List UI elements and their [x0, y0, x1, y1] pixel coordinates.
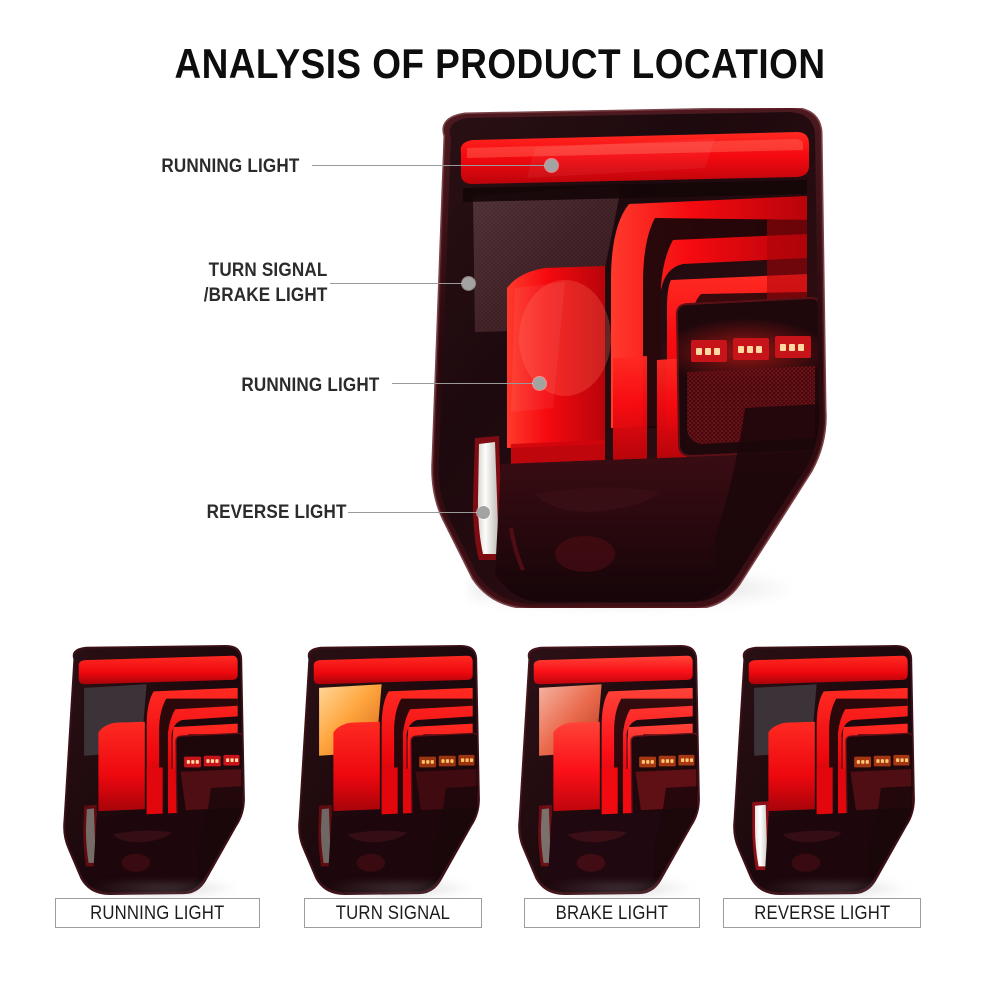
right-taper [715, 404, 820, 594]
thumb-reverse-strip [540, 808, 551, 863]
housing-rim-highlight [431, 108, 827, 608]
lower-leg-connector [511, 440, 605, 464]
thumb-leg-1 [601, 767, 618, 818]
callout-label-running-light-top: RUNNING LIGHT [161, 156, 300, 177]
thumbnail-shadow [544, 881, 694, 899]
thumb-lower-crease [567, 830, 627, 843]
thumb-marker-leds [639, 754, 695, 768]
thumb-lower-glow [791, 853, 821, 872]
groove-top [463, 180, 807, 202]
callout-label-turn-signal-brake: TURN SIGNAL /BRAKE LIGHT [204, 260, 328, 306]
caption-text: REVERSE LIGHT [753, 903, 891, 924]
leader-dot-running-light-middle [533, 377, 546, 390]
thumb-running-top-bar [533, 655, 693, 685]
marker-led-group [691, 336, 811, 362]
leader-line-reverse-light [348, 512, 483, 513]
thumb-leg-1 [381, 767, 398, 818]
thumb-lower-glow [576, 853, 606, 872]
marker-led-dots [696, 344, 804, 355]
thumb-right-taper [433, 786, 479, 879]
thumbnail-caption-turn-signal: TURN SIGNAL [304, 898, 482, 928]
lower-housing-crease [535, 487, 659, 512]
thumbnail-turn-signal: TURN SIGNAL [290, 645, 520, 928]
caption-text: TURN SIGNAL [335, 903, 451, 924]
callout-label-reverse-light: REVERSE LIGHT [206, 502, 347, 523]
leader-line-turn-signal-brake [330, 283, 468, 284]
thumb-main-panel [768, 721, 815, 812]
thumbnail-shadow [324, 881, 474, 899]
thumb-lower-glow [356, 853, 386, 872]
running-light-main-panel [507, 266, 605, 448]
thumbnail-brake-light: BRAKE LIGHT [510, 645, 740, 928]
thumb-lower-crease [782, 830, 842, 843]
callout-label-running-light-middle: RUNNING LIGHT [241, 375, 380, 396]
thumb-lower-crease [112, 830, 172, 843]
thumb-right-taper [198, 786, 244, 879]
thumb-main-panel [98, 721, 145, 812]
running-light-leg-left [613, 356, 647, 462]
leader-line-running-light-middle [392, 383, 539, 384]
housing-contents [460, 132, 820, 602]
thumb-groove-1 [614, 698, 693, 804]
thumb-running-top-bar [78, 655, 238, 685]
caption-text: RUNNING LIGHT [90, 903, 225, 924]
page-title: ANALYSIS OF PRODUCT LOCATION [174, 40, 826, 87]
thumb-main-panel [553, 721, 600, 812]
thumb-marker-leds [854, 754, 910, 768]
thumb-lower-crease [347, 830, 407, 843]
leader-dot-turn-signal-brake [462, 277, 475, 290]
thumb-groove-1 [394, 698, 473, 804]
thumb-contents [533, 655, 699, 891]
leader-line-running-light-top [312, 165, 551, 166]
thumb-marker-leds-amber [419, 754, 475, 768]
gloss-sweep-left [511, 282, 565, 412]
thumbnail-turn-signal-svg [298, 645, 480, 895]
thumbnail-shadow [759, 881, 909, 899]
lower-housing-glow [555, 536, 615, 572]
thumbnail-shadow [89, 881, 239, 899]
thumb-leg-1 [146, 767, 163, 818]
thumbnail-caption-running-light: RUNNING LIGHT [55, 898, 260, 928]
thumb-contents [748, 655, 914, 891]
reverse-light-strip [478, 442, 499, 554]
thumb-reverse-strip [320, 808, 331, 863]
thumb-contents [78, 655, 244, 891]
thumb-contents [313, 655, 479, 891]
thumbnail-reverse-light-svg [733, 645, 915, 895]
caption-text: BRAKE LIGHT [555, 903, 669, 924]
leader-dot-running-light-top [545, 159, 558, 172]
thumb-reverse-strip [85, 808, 96, 863]
thumb-groove-1 [829, 698, 908, 804]
main-panel-gloss [519, 280, 611, 396]
top-bar-highlight [467, 139, 803, 158]
thumb-main-panel [333, 721, 380, 812]
thumb-marker-leds [184, 754, 240, 768]
tail-light-main-svg [431, 108, 827, 608]
thumb-lower-glow [121, 853, 151, 872]
thumb-reverse-strip-lit [755, 804, 768, 867]
main-product-image [415, 108, 875, 608]
thumb-right-taper [653, 786, 699, 879]
thumb-groove-1 [159, 698, 238, 804]
thumbnail-caption-brake-light: BRAKE LIGHT [524, 898, 700, 928]
gloss-sweep-top [527, 138, 715, 178]
thumbnail-running-light: RUNNING LIGHT [55, 645, 285, 928]
thumb-running-top-bar [748, 655, 908, 685]
thumb-leg-1 [816, 767, 833, 818]
lower-housing-contour [509, 527, 525, 571]
thumbnail-running-light-svg [63, 645, 245, 895]
thumbnail-reverse-light: REVERSE LIGHT [723, 645, 955, 928]
thumb-running-top-bar [313, 655, 473, 685]
leader-dot-reverse-light [477, 506, 490, 519]
thumb-right-taper [868, 786, 914, 879]
thumbnail-brake-light-svg [518, 645, 700, 895]
thumbnail-caption-reverse-light: REVERSE LIGHT [723, 898, 921, 928]
